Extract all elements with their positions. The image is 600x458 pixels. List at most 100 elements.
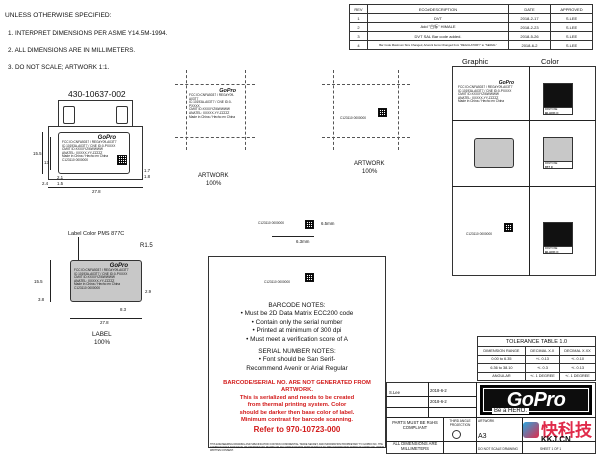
serial-notes: SERIAL NUMBER NOTES: • Font should be Sa… <box>208 348 386 373</box>
part-label: GoPro FCC ID:CNFA5037 / REG#Y09-A03T7 IC… <box>58 132 130 174</box>
artwork-line: CMIIT ID:XXXXYZ/6WWWW <box>189 107 230 112</box>
dim-1-5: 1.5 <box>57 181 64 186</box>
title-block <box>386 382 596 454</box>
rev-cell: 1 <box>349 13 368 23</box>
tb-line <box>428 382 429 417</box>
part-label-line: CMIIT ID:XXXXYZ/6WWWW <box>62 147 103 152</box>
artwork-scale-2: 100% <box>362 169 378 175</box>
serial-notes-title: SERIAL NUMBER NOTES: <box>258 348 336 355</box>
liner-tab <box>58 100 133 126</box>
dim-27-8: 27.8 <box>92 189 101 194</box>
dim-6-5mm: 6.5mm <box>321 221 335 226</box>
notes-header: UNLESS OTHERWISE SPECIFIED: <box>5 12 112 19</box>
dim-6-3mm: 6.3mm <box>296 239 310 244</box>
dim-1-8: 1.8 <box>144 174 151 179</box>
liner-notch-right <box>116 106 128 124</box>
graphic-line: IC:10193A-A03T7 / CNE ID:0-PXXXX <box>458 88 512 93</box>
warning-line: This is serialized and needs to be creat… <box>239 394 355 401</box>
note-1: 1. INTERPRET DIMENSIONS PER ASME Y14.5M-… <box>8 30 168 37</box>
rev-cell: 2018-2-17 <box>508 13 551 23</box>
crop-mark <box>175 84 255 85</box>
table-divider <box>452 186 596 187</box>
graphic-color-table <box>452 66 596 276</box>
watermark-brand: 快科技 <box>541 421 592 440</box>
artwork-line: FCC ID:CNFA5037 / REG#Y09-A03T7 <box>189 93 235 101</box>
dim-line <box>50 260 51 302</box>
label-view-line: ANATEL: XXXXX-YY-ZZZZZ <box>74 278 115 283</box>
tb-line <box>386 396 476 397</box>
artwork-title-1: ARTWORK <box>198 173 229 179</box>
swatch-pantone-3: PANTONE <box>545 247 558 250</box>
graphic-text: FCC ID:CNFA5037 / REG#Y09-A03T7 IC:10193… <box>458 85 522 104</box>
rev-header-desc: ECO#DESCRIPTION <box>367 4 509 14</box>
dim-2-9: 2.9 <box>145 289 152 294</box>
tb-date-2: 2018-6-2 <box>430 399 447 404</box>
dim-15-5: 15.5 <box>33 151 42 156</box>
rev-cell: 2018-6-2 <box>508 40 551 50</box>
graphic-line: FCC ID:CNFA5037 / REG#Y09-A03T7 <box>458 85 513 89</box>
barcode-notes-title: BARCODE NOTES: <box>268 302 326 309</box>
label-scale: 100% <box>94 339 111 346</box>
dim-2-1: 2.1 <box>57 175 64 180</box>
datamatrix-barcode <box>305 273 314 282</box>
crop-mark <box>322 137 410 138</box>
tol-header: DECIMAL X.X <box>524 346 560 356</box>
rev-header-rev: REV <box>349 4 368 14</box>
dim-13: 13 <box>44 160 49 165</box>
artwork-line: Made in China / Hecho en China <box>189 114 236 119</box>
table-divider <box>529 66 530 276</box>
barcode-note: • Must be 2D Data Matrix ECC200 code <box>240 310 354 318</box>
label-title: LABEL <box>92 331 112 338</box>
label-view-line: CMIIT ID:XXXXYZ/6WWWW <box>74 275 115 280</box>
tol-cell: +/- 1 DEGREE <box>558 371 597 381</box>
tol-header: DECIMAL X.XX <box>558 346 597 356</box>
serial-note: Recommend Avenir or Arial Regular <box>246 364 348 372</box>
note-2: 2. ALL DIMENSIONS ARE IN MILLIMETERS. <box>8 47 136 54</box>
artwork-serial-2: C123110 0000000 <box>340 116 366 120</box>
tb-confidential: THIS ENGINEERING DRAWING AND SPECIFICATI… <box>210 443 385 452</box>
artwork-title-2: ARTWORK <box>354 161 385 167</box>
rev-cell: DVT SAL Bar code added. <box>367 31 509 41</box>
tol-cell: ANGULAR <box>477 371 526 381</box>
part-label-line: IC:10193A-A03T7 / CNE ID:0-PXXXX <box>62 143 116 148</box>
artwork-line: ANATEL: XXXXX-YY-ZZZZZ <box>189 110 230 115</box>
part-label-serial: C123110 0000000 <box>62 157 88 162</box>
barcode-note: • Must meet a verification score of A <box>246 335 348 343</box>
label-color-callout: Label Color PMS 877C <box>68 231 125 237</box>
tb-all-dims: ALL DIMENSIONS ARE MILLIMETERS <box>392 441 438 451</box>
label-view-line: Made in China / Hecho en China <box>74 282 121 287</box>
graphic-serial: C123110 0000000 <box>466 232 492 236</box>
graphic-line: Made in China / Hecho en China <box>458 99 505 104</box>
artwork-text: FCC ID:CNFA5037 / REG#Y09-A03T7 IC:10193… <box>189 93 242 119</box>
rev-cell: 2018-5-26 <box>508 31 551 41</box>
label-view-serial: C123110 0000000 <box>74 285 100 290</box>
swatch-pantone-1: PANTONE <box>545 108 558 111</box>
part-number: 430-10637-002 <box>68 89 126 99</box>
tb-sheet: SHEET 1 OF 1 <box>540 447 562 451</box>
graphic-line: CMIIT ID:XXXXYZ/6WWWW <box>458 92 499 97</box>
swatch-name-3: BLACK C <box>545 250 559 254</box>
swatch-label-1: PANTONE BLACK C <box>543 107 573 115</box>
note-3: 3. DO NOT SCALE; ARTWORK 1:1. <box>8 64 110 71</box>
tb-artwork: ARTWORK <box>478 419 495 423</box>
artwork-label-1: GoPro FCC ID:CNFA5037 / REG#Y09-A03T7 IC… <box>187 85 244 137</box>
tb-line <box>386 417 596 418</box>
crop-mark <box>322 84 410 85</box>
dim-line <box>42 132 43 174</box>
tol-cell: +/- 1 DEGREE <box>524 371 560 381</box>
warning-line: from thermal printing system. Color <box>247 402 347 409</box>
tb-third-angle: THIRD ANGLE PROJECTION <box>449 419 471 427</box>
graphic-row-1: GoPro FCC ID:CNFA5037 / REG#Y09-A03T7 IC… <box>458 80 522 116</box>
dim-15-5-label: 15.5 <box>34 279 43 284</box>
barcode-note: • Printed at minimum of 300 dpi <box>252 327 342 335</box>
part-label-line: ANATEL: XXXXX-YY-ZZZZZ <box>62 150 103 155</box>
dim-line <box>48 187 143 188</box>
tol-cell: +/- 0.13 <box>558 363 597 373</box>
label-view-text: FCC ID:CNFA5037 / REG#Y09-A03T7 IC:10193… <box>74 268 138 291</box>
tol-cell: 6.36 to 38.10 <box>477 363 526 373</box>
tol-cell: +/- 0.13 <box>524 354 560 364</box>
radius-callout: R1.5 <box>140 243 153 249</box>
watermark-url: KKJ.CN <box>541 435 571 444</box>
swatch-name-2: 877 C <box>545 165 554 169</box>
